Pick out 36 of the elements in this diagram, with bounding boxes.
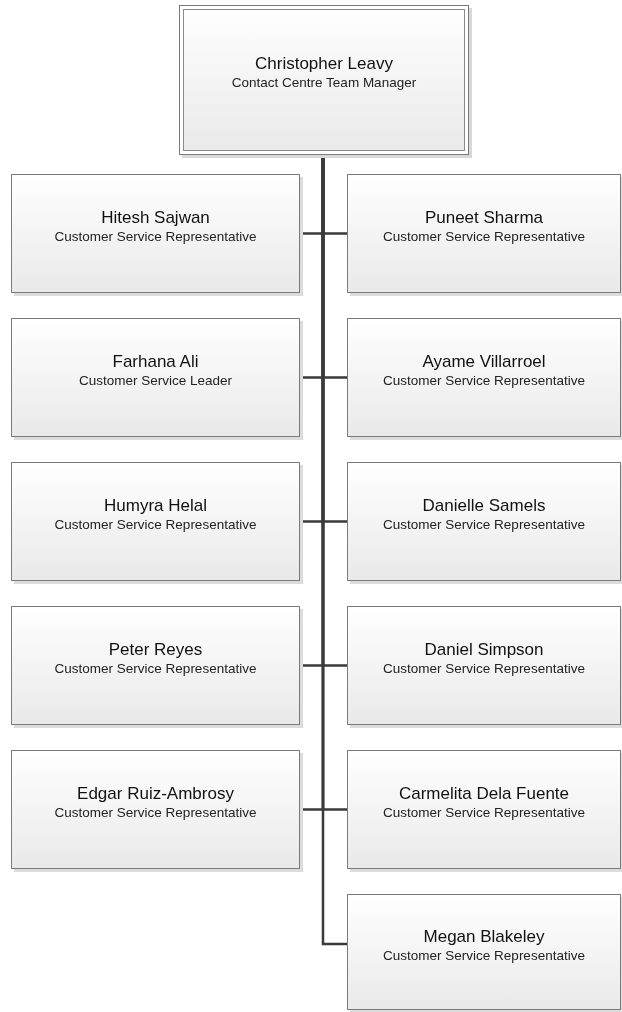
person-name: Daniel Simpson	[424, 639, 544, 660]
job-title: Customer Service Representative	[383, 372, 585, 390]
person-box	[11, 318, 300, 437]
person-name: Puneet Sharma	[424, 207, 544, 228]
person-box	[179, 5, 469, 155]
person-name: Hitesh Sajwan	[101, 207, 210, 228]
person-box	[11, 750, 300, 869]
person-name: Carmelita Dela Fuente	[398, 783, 570, 804]
person-box	[347, 462, 621, 581]
person-name: Megan Blakeley	[423, 925, 545, 947]
job-title: Customer Service Representative	[54, 516, 257, 534]
person-name: Humyra Helal	[104, 495, 207, 516]
job-title: Contact Centre Team Manager	[231, 73, 417, 92]
person-name: Danielle Samels	[422, 495, 546, 516]
job-title: Customer Service Leader	[78, 372, 233, 390]
job-title: Customer Service Representative	[383, 228, 585, 246]
person-box	[11, 606, 300, 725]
job-title: Customer Service Representative	[383, 804, 585, 822]
person-name: Edgar Ruiz-Ambrosy	[77, 783, 234, 804]
person-box	[11, 174, 300, 293]
person-name: Peter Reyes	[108, 639, 203, 660]
person-box	[347, 318, 621, 437]
job-title: Customer Service Representative	[383, 660, 585, 678]
job-title: Customer Service Representative	[54, 804, 257, 822]
person-box	[347, 894, 621, 1010]
job-title: Customer Service Representative	[383, 516, 585, 534]
job-title: Customer Service Representative	[54, 228, 257, 246]
person-box	[347, 750, 621, 869]
job-title: Customer Service Representative	[383, 946, 585, 965]
person-name: Ayame Villarroel	[422, 351, 546, 372]
person-name: Farhana Ali	[112, 351, 199, 372]
person-box	[11, 462, 300, 581]
person-box	[347, 606, 621, 725]
person-box	[347, 174, 621, 293]
job-title: Customer Service Representative	[54, 660, 257, 678]
person-name: Christopher Leavy	[255, 52, 393, 74]
